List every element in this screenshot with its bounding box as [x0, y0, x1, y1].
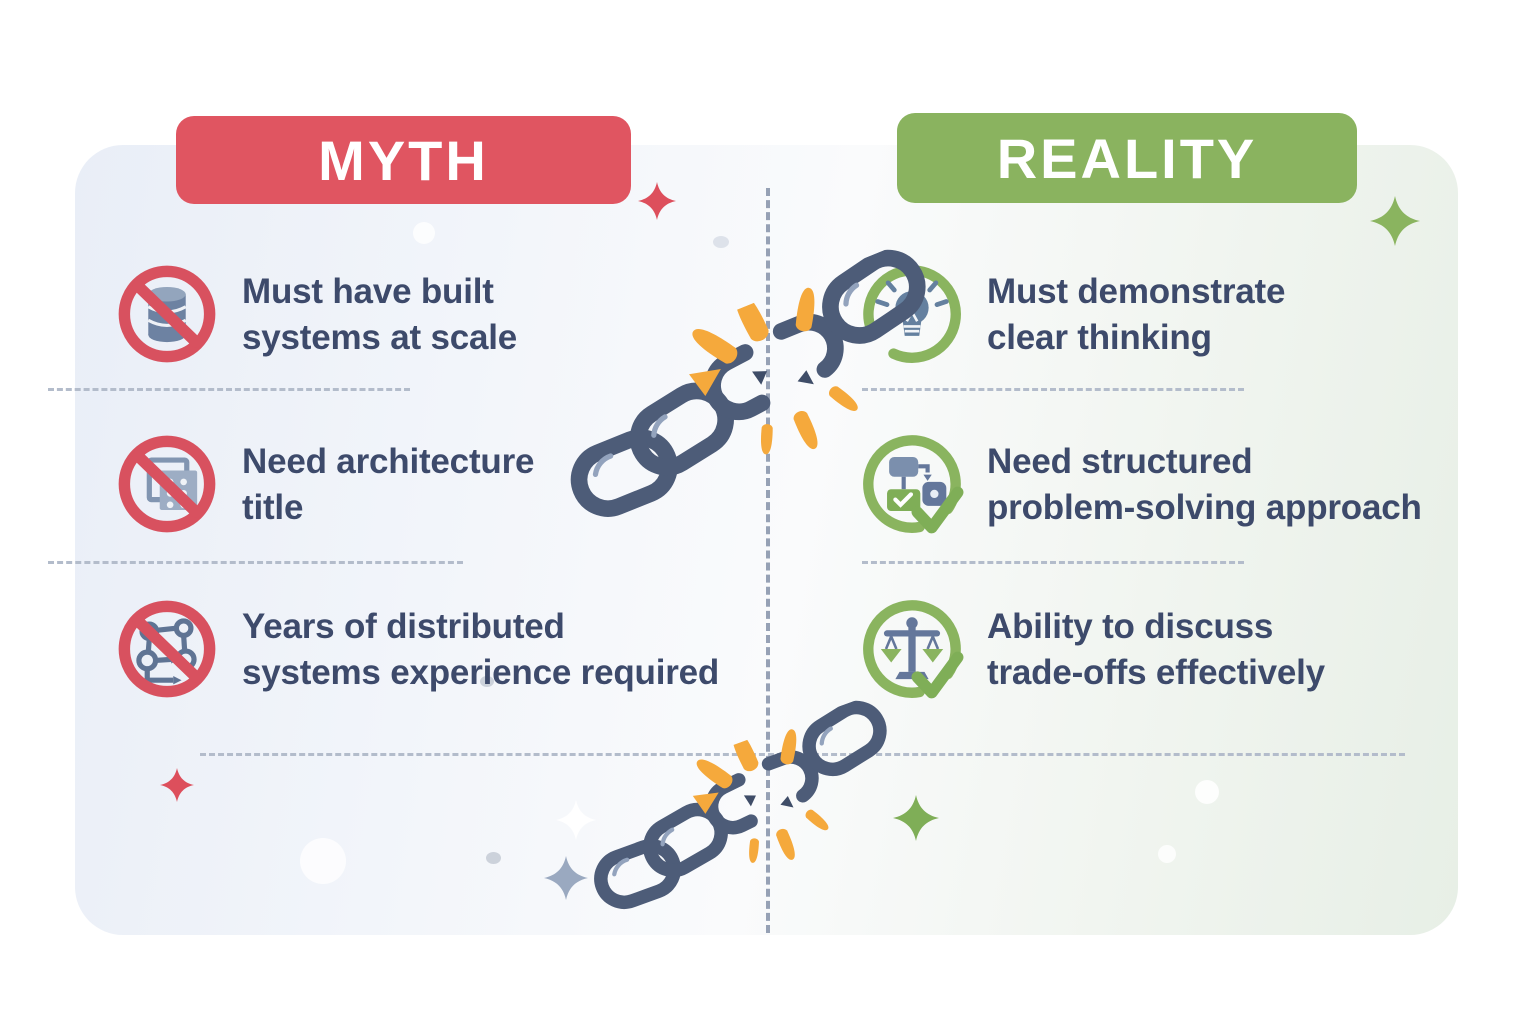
myth-item-experience-text: Years of distributed systems experience …: [242, 597, 719, 696]
myth-item-experience: Years of distributed systems experience …: [115, 597, 719, 701]
background-dot: [713, 236, 729, 248]
no-architecture-title-icon: [115, 432, 219, 536]
center-divider-line: [766, 188, 770, 933]
reality-item-problem-solving-text: Need structured problem-solving approach: [987, 432, 1422, 531]
structured-problem-solving-check-icon: [860, 432, 964, 536]
background-dot: [300, 838, 346, 884]
background-dot: [480, 676, 494, 687]
myth-header-badge: MYTH: [176, 116, 631, 204]
no-database-icon: [115, 262, 219, 366]
trade-offs-balance-scale-icon: [860, 597, 964, 701]
green-sparkle-icon: [1370, 196, 1420, 246]
myth-item-scale: Must have built systems at scale: [115, 262, 517, 366]
text-line: Need architecture: [242, 442, 535, 481]
text-line: Ability to discuss: [987, 607, 1274, 646]
reality-header-label: REALITY: [996, 126, 1258, 190]
reality-item-clear-thinking-text: Must demonstrate clear thinking: [987, 262, 1285, 361]
myth-item-scale-text: Must have built systems at scale: [242, 262, 517, 361]
reality-item-problem-solving: Need structured problem-solving approach: [860, 432, 1422, 536]
text-line: title: [242, 488, 304, 527]
reality-item-trade-offs: Ability to discuss trade-offs effectivel…: [860, 597, 1325, 701]
background-dot: [413, 222, 435, 244]
reality-separator-1: [862, 388, 1244, 391]
red-sparkle-icon: [160, 768, 194, 802]
red-sparkle-icon: [638, 182, 676, 220]
reality-item-trade-offs-text: Ability to discuss trade-offs effectivel…: [987, 597, 1325, 696]
reality-separator-2: [862, 561, 1244, 564]
reality-item-clear-thinking: Must demonstrate clear thinking: [860, 262, 1285, 366]
text-line: problem-solving approach: [987, 488, 1422, 527]
background-dot: [486, 852, 501, 864]
text-line: clear thinking: [987, 318, 1212, 357]
myth-item-architecture-title: Need architecture title: [115, 432, 534, 536]
green-sparkle-icon: [893, 795, 939, 841]
text-line: trade-offs effectively: [987, 653, 1325, 692]
text-line: Years of distributed: [242, 607, 565, 646]
text-line: systems at scale: [242, 318, 518, 357]
reality-header-badge: REALITY: [897, 113, 1357, 203]
text-line: Must demonstrate: [987, 272, 1286, 311]
text-line: Must have built: [242, 272, 494, 311]
text-line: systems experience required: [242, 653, 720, 692]
no-distributed-systems-icon: [115, 597, 219, 701]
myth-item-architecture-title-text: Need architecture title: [242, 432, 534, 531]
background-dot: [1158, 845, 1176, 863]
background-dot: [1195, 780, 1219, 804]
slate-sparkle-icon: [544, 856, 588, 900]
text-line: Need structured: [987, 442, 1253, 481]
myth-header-label: MYTH: [318, 128, 489, 192]
myth-separator-2: [48, 561, 463, 564]
white-sparkle-icon: [556, 800, 596, 840]
myth-separator-1: [48, 388, 410, 391]
